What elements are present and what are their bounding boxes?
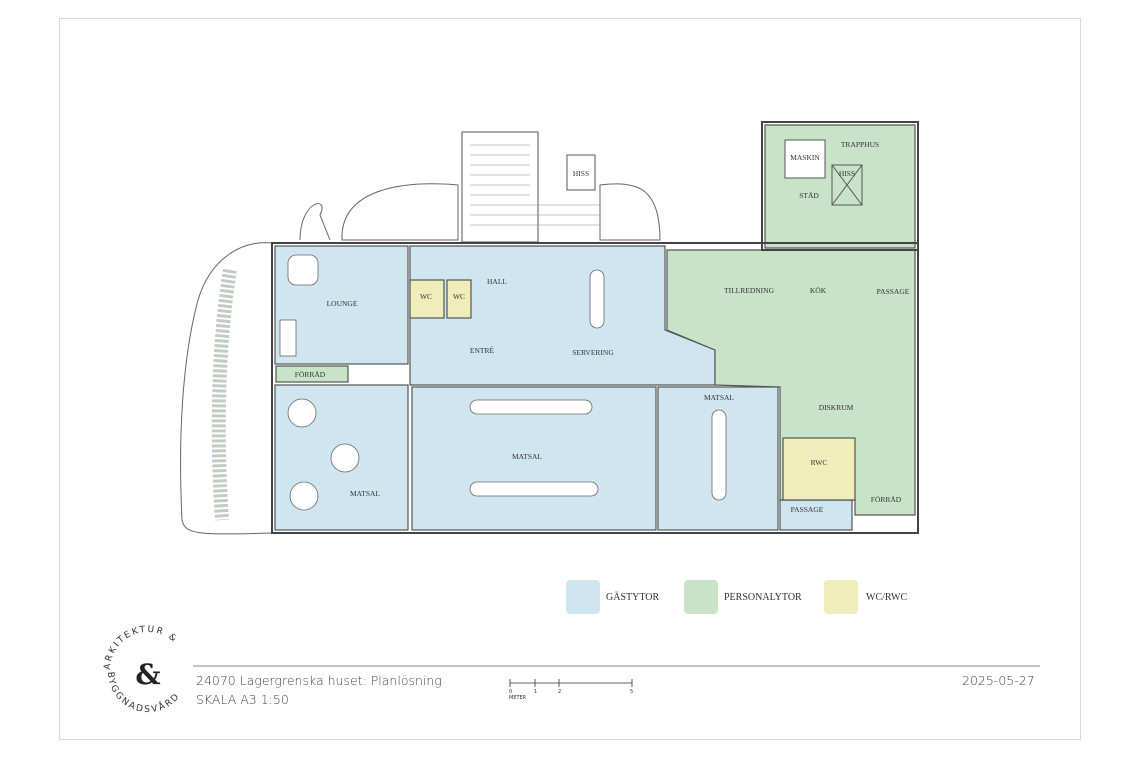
room-wc-1 <box>409 279 445 319</box>
scale-tick-5: 5 <box>630 689 633 695</box>
legend-swatch-wc <box>824 580 858 614</box>
room-label-hiss-right: HISS <box>839 169 855 178</box>
furniture <box>279 254 727 511</box>
garden-top-left <box>299 203 331 241</box>
drawing-date: 2025-05-27 <box>962 673 1035 688</box>
garden-top-right <box>599 183 661 241</box>
room-label-servering: SERVERING <box>572 348 614 357</box>
room-label-diskrum: DISKRUM <box>819 403 854 412</box>
scale-tick-1: 1 <box>534 689 537 695</box>
svg-text:&: & <box>135 658 160 691</box>
garden-left-shrubs <box>211 268 237 521</box>
garden-left <box>180 242 273 535</box>
legend-label-guest: GÄSTYTOR <box>606 592 660 603</box>
legend-swatch-guest <box>566 580 600 614</box>
exterior-wall <box>271 242 919 534</box>
room-label-lounge: LOUNGE <box>327 299 358 308</box>
room-label-forrad-left: FÖRRÅD <box>295 370 326 379</box>
room-label-matsal-right: MATSAL <box>704 393 734 402</box>
legend-swatch-staff <box>684 580 718 614</box>
scale-bar <box>509 679 633 687</box>
room-wc-2 <box>446 279 472 319</box>
scale-unit: METER <box>509 695 527 701</box>
scale-tick-0: 0 <box>509 689 512 695</box>
room-elevator-right <box>831 164 863 206</box>
scale-text: SKALA A3 1:50 <box>196 692 289 707</box>
scale-tick-2: 2 <box>558 689 561 695</box>
room-label-matsal-center: MATSAL <box>512 452 542 461</box>
room-label-hiss-top: HISS <box>573 169 589 178</box>
room-label-tillredning: TILLREDNING <box>724 286 775 295</box>
room-label-hall: HALL <box>487 277 507 286</box>
room-label-forrad-right: FÖRRÅD <box>871 495 902 504</box>
legend-label-wc: WC/RWC <box>866 592 908 603</box>
stair-top <box>461 131 539 243</box>
legend-label-staff: PERSONALYTOR <box>724 592 802 603</box>
room-label-passage-bottom: PASSAGE <box>791 505 824 514</box>
room-forrad-left <box>275 365 349 383</box>
room-passage-bottom <box>779 499 853 531</box>
room-label-trapphus: TRAPPHUS <box>841 140 879 149</box>
room-label-passage-right: PASSAGE <box>877 287 910 296</box>
room-label-wc-2: WC <box>453 292 465 301</box>
drawing-sheet <box>59 18 1081 740</box>
garden-top-center <box>341 183 459 241</box>
room-label-rwc: RWC <box>811 458 828 467</box>
project-title: 24070 Lagergrenska huset: Planlösning <box>196 673 442 688</box>
elevator-top <box>566 154 596 191</box>
room-label-stad: STÄD <box>799 191 819 200</box>
room-maskin <box>784 139 826 179</box>
room-label-matsal-left: MATSAL <box>350 489 380 498</box>
logo: ARKITEKTUR & BYGGNADSVÅRD & <box>103 625 181 715</box>
room-rwc <box>782 437 856 501</box>
room-label-maskin: MASKIN <box>790 153 820 162</box>
room-label-wc-1: WC <box>420 292 432 301</box>
room-label-kok: KÖK <box>810 286 827 295</box>
room-label-entre: ENTRÉ <box>470 345 495 355</box>
